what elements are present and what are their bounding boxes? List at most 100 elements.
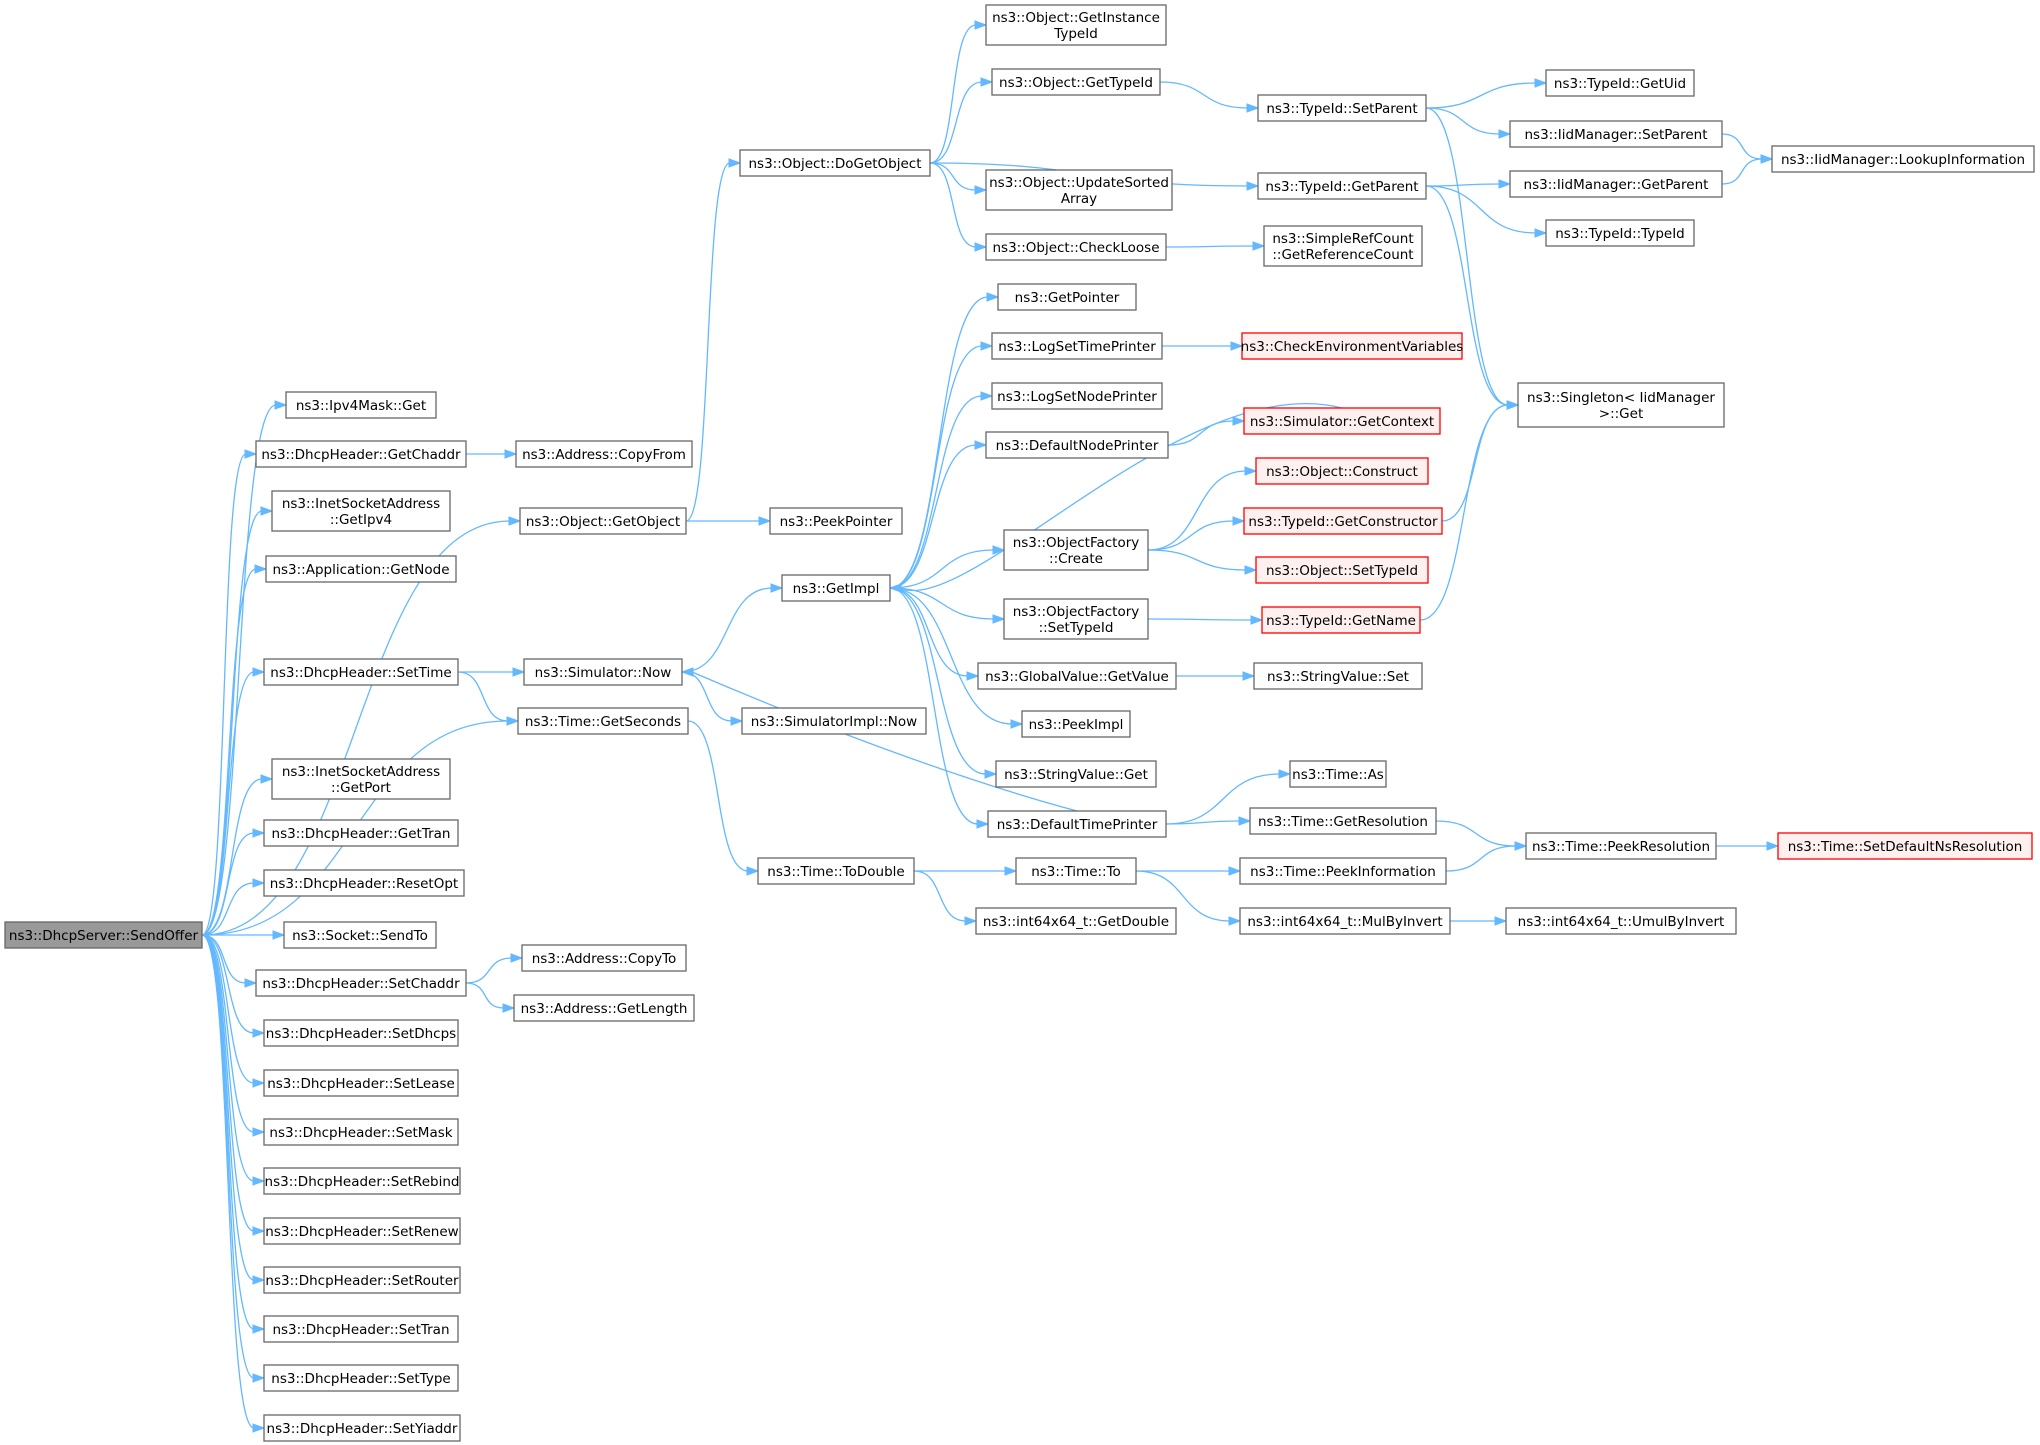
node-logsetnodeprinter[interactable]: ns3::LogSetNodePrinter: [991, 382, 1163, 410]
node-dh-setrebind[interactable]: ns3::DhcpHeader::SetRebind: [263, 1167, 461, 1195]
node-iid-lookupinformation[interactable]: ns3::IidManager::LookupInformation: [1771, 145, 2035, 173]
call-edge: [913, 870, 967, 922]
node-sim-now[interactable]: ns3::Simulator::Now: [523, 658, 683, 686]
node-dh-setmask[interactable]: ns3::DhcpHeader::SetMask: [263, 1118, 459, 1146]
node-defaulttimeprinter[interactable]: ns3::DefaultTimePrinter: [987, 810, 1167, 838]
edge-arrowhead: [260, 774, 274, 784]
node-time-getseconds[interactable]: ns3::Time::GetSeconds: [517, 707, 689, 735]
node-box: [263, 819, 459, 847]
node-getimpl[interactable]: ns3::GetImpl: [781, 574, 891, 602]
call-edge: [1425, 185, 1537, 234]
edge-arrowhead: [252, 1373, 266, 1383]
node-box: [263, 1069, 459, 1097]
node-peekimpl[interactable]: ns3::PeekImpl: [1021, 710, 1131, 738]
call-edge: [201, 832, 255, 936]
node-dh-setchaddr[interactable]: ns3::DhcpHeader::SetChaddr: [255, 969, 467, 997]
node-obj-checkloose[interactable]: ns3::Object::CheckLoose: [985, 233, 1167, 261]
node-obj-dogetobject[interactable]: ns3::Object::DoGetObject: [739, 149, 931, 177]
edge-arrowhead: [1278, 769, 1292, 779]
node-box: [1777, 832, 2033, 860]
node-obj-construct[interactable]: ns3::Object::Construct: [1255, 457, 1429, 485]
call-edge: [1435, 820, 1517, 847]
edge-arrowhead: [508, 516, 522, 526]
node-int64-mulbyinvert[interactable]: ns3::int64x64_t::MulByInvert: [1239, 907, 1451, 935]
call-edge: [1165, 245, 1255, 248]
node-dh-setrenew[interactable]: ns3::DhcpHeader::SetRenew: [263, 1217, 461, 1245]
node-dh-gettran[interactable]: ns3::DhcpHeader::GetTran: [263, 819, 459, 847]
node-app-getnode[interactable]: ns3::Application::GetNode: [265, 555, 457, 583]
node-objfactory-settypeid[interactable]: ns3::ObjectFactory::SetTypeId: [1003, 598, 1149, 640]
node-box: [271, 490, 451, 532]
call-edge: [201, 510, 263, 936]
node-logsettimeprinter[interactable]: ns3::LogSetTimePrinter: [991, 332, 1163, 360]
node-addr-copyfrom[interactable]: ns3::Address::CopyFrom: [515, 440, 693, 468]
node-stringvalue-get[interactable]: ns3::StringValue::Get: [995, 760, 1157, 788]
node-int64-umulbyinvert[interactable]: ns3::int64x64_t::UmulByInvert: [1505, 907, 1737, 935]
node-box: [285, 391, 437, 419]
node-obj-settypeid[interactable]: ns3::Object::SetTypeId: [1255, 556, 1429, 584]
node-simimpl-now[interactable]: ns3::SimulatorImpl::Now: [741, 707, 927, 735]
call-edge: [201, 934, 255, 1084]
node-socket-sendto[interactable]: ns3::Socket::SendTo: [283, 921, 437, 949]
node-addr-getlength[interactable]: ns3::Address::GetLength: [513, 994, 695, 1022]
node-getpointer[interactable]: ns3::GetPointer: [997, 283, 1137, 311]
node-time-as[interactable]: ns3::Time::As: [1289, 760, 1387, 788]
node-time-todouble[interactable]: ns3::Time::ToDouble: [757, 857, 915, 885]
node-time-getresolution[interactable]: ns3::Time::GetResolution: [1249, 807, 1437, 835]
node-typeid-typeid[interactable]: ns3::TypeId::TypeId: [1545, 219, 1695, 247]
node-label: ns3::IidManager::GetParent: [1524, 177, 1709, 193]
node-dh-settran[interactable]: ns3::DhcpHeader::SetTran: [263, 1315, 459, 1343]
node-time-setdefaultnsresolution[interactable]: ns3::Time::SetDefaultNsResolution: [1777, 832, 2033, 860]
node-simplerefcount[interactable]: ns3::SimpleRefCount::GetReferenceCount: [1263, 225, 1423, 267]
edge-arrowhead: [964, 916, 978, 926]
node-iid-setparent[interactable]: ns3::IidManager::SetParent: [1509, 120, 1723, 148]
node-obj-getobject[interactable]: ns3::Object::GetObject: [519, 507, 687, 535]
node-box: [977, 662, 1177, 690]
node-iid-getparent[interactable]: ns3::IidManager::GetParent: [1509, 170, 1723, 198]
node-time-peekinformation[interactable]: ns3::Time::PeekInformation: [1239, 857, 1447, 885]
node-dh-setdhcps[interactable]: ns3::DhcpHeader::SetDhcps: [263, 1019, 459, 1047]
node-typeid-getuid[interactable]: ns3::TypeId::GetUid: [1545, 69, 1695, 97]
node-dh-setyiaddr[interactable]: ns3::DhcpHeader::SetYiaddr: [263, 1414, 461, 1442]
call-edge: [1147, 549, 1247, 571]
node-checkenvvars[interactable]: ns3::CheckEnvironmentVariables: [1241, 332, 1464, 360]
node-inet-getport[interactable]: ns3::InetSocketAddress::GetPort: [271, 758, 451, 800]
call-edge: [1445, 845, 1517, 872]
node-typeid-setparent[interactable]: ns3::TypeId::SetParent: [1257, 94, 1427, 122]
call-edge: [1135, 870, 1231, 922]
node-singleton-get[interactable]: ns3::Singleton< IidManager>::Get: [1517, 382, 1725, 428]
edge-arrowhead: [254, 564, 268, 574]
node-dh-setlease[interactable]: ns3::DhcpHeader::SetLease: [263, 1069, 459, 1097]
node-typeid-getparent[interactable]: ns3::TypeId::GetParent: [1257, 172, 1427, 200]
node-dh-setrouter[interactable]: ns3::DhcpHeader::SetRouter: [263, 1266, 461, 1294]
node-globalvalue-getvalue[interactable]: ns3::GlobalValue::GetValue: [977, 662, 1177, 690]
node-int64-getdouble[interactable]: ns3::int64x64_t::GetDouble: [975, 907, 1177, 935]
edge-arrowhead: [1534, 228, 1548, 238]
node-label: ns3::PeekImpl: [1029, 717, 1124, 733]
node-send-offer[interactable]: ns3::DhcpServer::SendOffer: [4, 921, 203, 949]
node-box: [985, 169, 1173, 211]
node-sim-getcontext[interactable]: ns3::Simulator::GetContext: [1243, 407, 1441, 435]
node-typeid-getname[interactable]: ns3::TypeId::GetName: [1261, 606, 1421, 634]
node-stringvalue-set[interactable]: ns3::StringValue::Set: [1253, 662, 1423, 690]
node-inet-getipv4[interactable]: ns3::InetSocketAddress::GetIpv4: [271, 490, 451, 532]
node-addr-copyto[interactable]: ns3::Address::CopyTo: [521, 944, 687, 972]
node-typeid-getconstructor[interactable]: ns3::TypeId::GetConstructor: [1243, 507, 1443, 535]
node-peekpointer[interactable]: ns3::PeekPointer: [769, 507, 903, 535]
node-objfactory-create[interactable]: ns3::ObjectFactory::Create: [1003, 529, 1149, 571]
edge-arrowhead: [980, 391, 994, 401]
node-box: [515, 440, 693, 468]
node-dh-settype[interactable]: ns3::DhcpHeader::SetType: [263, 1364, 459, 1392]
node-label: ns3::TypeId::GetConstructor: [1248, 514, 1438, 530]
node-time-to[interactable]: ns3::Time::To: [1015, 857, 1137, 885]
node-defaultnodeprinter[interactable]: ns3::DefaultNodePrinter: [985, 431, 1169, 459]
node-time-peekresolution[interactable]: ns3::Time::PeekResolution: [1525, 832, 1717, 860]
node-obj-gettypeid[interactable]: ns3::Object::GetTypeId: [991, 68, 1161, 96]
node-dh-settime[interactable]: ns3::DhcpHeader::SetTime: [263, 658, 459, 686]
node-dh-resetopt[interactable]: ns3::DhcpHeader::ResetOpt: [263, 869, 465, 897]
node-dh-getchaddr[interactable]: ns3::DhcpHeader::GetChaddr: [255, 440, 467, 468]
node-ipv4mask-get[interactable]: ns3::Ipv4Mask::Get: [285, 391, 437, 419]
